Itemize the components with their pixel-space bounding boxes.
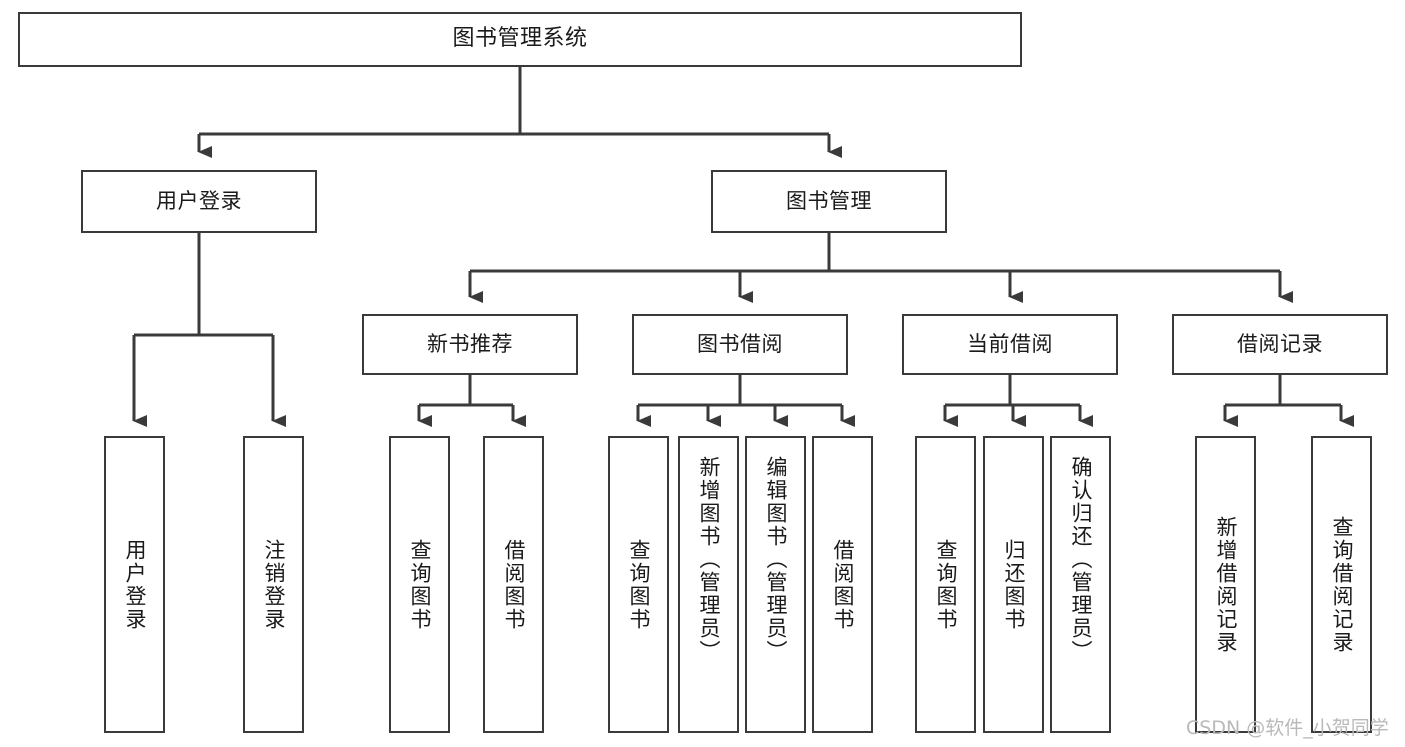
node-leaf-edit-book-admin[interactable]: 编辑图书（管理员） — [745, 436, 806, 733]
node-label: 查询图书 — [627, 538, 651, 631]
node-label: 图书管理系统 — [452, 26, 588, 52]
node-user-login[interactable]: 用户登录 — [81, 170, 317, 233]
node-label: 新增借阅记录 — [1214, 515, 1238, 654]
node-leaf-return-book[interactable]: 归还图书 — [983, 436, 1044, 733]
node-leaf-add-book-admin[interactable]: 新增图书（管理员） — [678, 436, 739, 733]
node-leaf-borrow-book[interactable]: 借阅图书 — [812, 436, 873, 733]
node-root-book-management-system[interactable]: 图书管理系统 — [18, 12, 1022, 67]
node-label: 借阅图书 — [502, 538, 526, 631]
node-label: 图书借阅 — [697, 331, 783, 356]
node-label: 借阅记录 — [1237, 331, 1323, 356]
node-label: 注销登录 — [262, 538, 286, 631]
node-label: 用户登录 — [156, 188, 242, 213]
csdn-watermark: CSDN @软件_小贺同学 — [1186, 717, 1389, 739]
node-leaf-confirm-return-admin[interactable]: 确认归还（管理员） — [1050, 436, 1111, 733]
node-leaf-query-book-newbook[interactable]: 查询图书 — [389, 436, 450, 733]
node-leaf-query-book-borrow[interactable]: 查询图书 — [608, 436, 669, 733]
node-label: 借阅图书 — [831, 538, 855, 631]
node-book-management[interactable]: 图书管理 — [711, 170, 947, 233]
node-label: 归还图书 — [1002, 538, 1026, 631]
node-label: 确认归还（管理员） — [1069, 456, 1093, 663]
node-leaf-logout[interactable]: 注销登录 — [243, 436, 304, 733]
node-book-borrowing[interactable]: 图书借阅 — [632, 314, 848, 375]
node-label: 查询图书 — [408, 538, 432, 631]
node-label: 查询借阅记录 — [1330, 515, 1354, 654]
node-current-borrowing[interactable]: 当前借阅 — [902, 314, 1118, 375]
node-borrowing-record[interactable]: 借阅记录 — [1172, 314, 1388, 375]
node-label: 图书管理 — [786, 188, 872, 213]
node-leaf-query-book-current[interactable]: 查询图书 — [915, 436, 976, 733]
node-leaf-user-login[interactable]: 用户登录 — [104, 436, 165, 733]
node-leaf-query-borrow-record[interactable]: 查询借阅记录 — [1311, 436, 1372, 733]
node-label: 用户登录 — [123, 538, 147, 631]
node-label: 新增图书（管理员） — [697, 456, 721, 663]
node-label: 新书推荐 — [427, 331, 513, 356]
node-new-book-recommendation[interactable]: 新书推荐 — [362, 314, 578, 375]
node-label: 编辑图书（管理员） — [764, 456, 788, 663]
node-leaf-borrow-book-newbook[interactable]: 借阅图书 — [483, 436, 544, 733]
node-label: 当前借阅 — [967, 331, 1053, 356]
node-leaf-add-borrow-record[interactable]: 新增借阅记录 — [1195, 436, 1256, 733]
node-label: 查询图书 — [934, 538, 958, 631]
